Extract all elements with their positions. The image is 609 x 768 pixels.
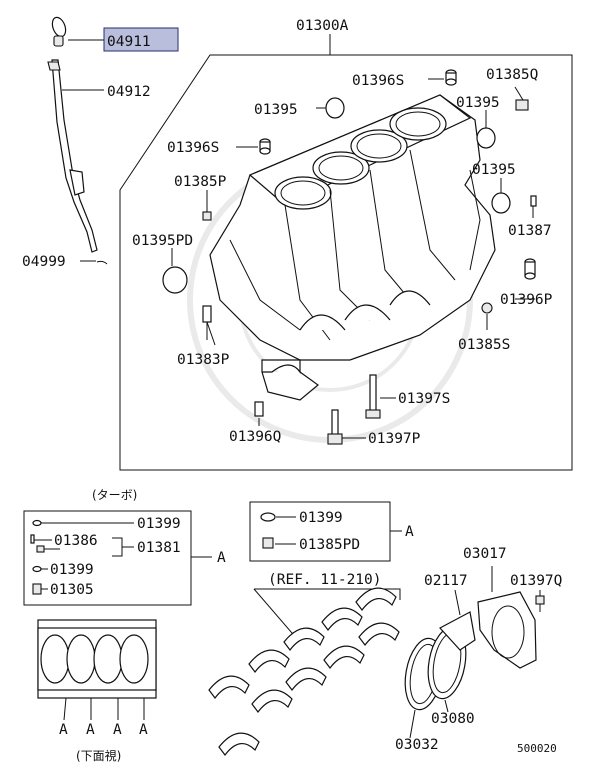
part-label-01300A[interactable]: 01300A <box>296 18 349 34</box>
part-label-01385Q[interactable]: 01385Q <box>486 67 538 83</box>
bolt-01397P <box>327 409 343 445</box>
turbo-item-01386[interactable]: 01386 <box>54 533 98 549</box>
pin-01396Q <box>254 401 264 417</box>
part-label-03080[interactable]: 03080 <box>431 711 475 727</box>
part-label-01387[interactable]: 01387 <box>508 223 552 239</box>
turbo-item-01399-a[interactable]: 01399 <box>137 516 181 532</box>
dipstick-assembly <box>47 16 108 265</box>
part-label-01395-right-top[interactable]: 01395 <box>456 95 500 111</box>
part-label-04999[interactable]: 04999 <box>22 254 66 270</box>
ref-item-01385PD[interactable]: 01385PD <box>299 537 360 553</box>
diagram-code: 500020 <box>517 742 557 755</box>
ref-item-01399[interactable]: 01399 <box>299 510 343 526</box>
part-label-04911[interactable]: 04911 <box>107 34 151 50</box>
part-label-01396P[interactable]: 01396P <box>500 292 553 308</box>
plug-01396P <box>524 258 536 280</box>
plug-01385S <box>481 302 493 314</box>
part-label-01385P[interactable]: 01385P <box>174 174 227 190</box>
part-label-01397P[interactable]: 01397P <box>368 431 421 447</box>
rear-seal-assembly <box>404 591 545 711</box>
ref-box-letter[interactable]: A <box>405 524 414 540</box>
dipstick-tube <box>51 59 98 253</box>
cylinder-block <box>209 94 496 361</box>
stud-01383P <box>202 305 216 346</box>
turbo-item-01305[interactable]: 01305 <box>50 582 94 598</box>
part-label-04912[interactable]: 04912 <box>107 84 151 100</box>
turbo-box <box>23 510 192 606</box>
bottom-view-letter-3[interactable]: A <box>113 722 122 738</box>
bearing-cap <box>261 359 319 401</box>
bottom-view-caption: (下面視) <box>76 748 121 763</box>
plug-01385Q <box>515 99 529 111</box>
bottom-view-letter-1[interactable]: A <box>59 722 68 738</box>
cup-01395-left <box>325 97 345 119</box>
part-label-01395PD[interactable]: 01395PD <box>132 233 193 249</box>
part-label-01396S-mid[interactable]: 01396S <box>167 140 219 156</box>
part-label-01396Q[interactable]: 01396Q <box>229 429 281 445</box>
part-label-01397Q[interactable]: 01397Q <box>510 573 562 589</box>
ref-note[interactable]: (REF. 11-210) <box>268 572 382 588</box>
part-04911-highlight[interactable] <box>103 27 179 52</box>
block-frame <box>119 54 573 471</box>
dipstick-clip <box>96 260 108 265</box>
plug-01396S-top <box>445 69 457 86</box>
part-label-01396S-top[interactable]: 01396S <box>352 73 404 89</box>
part-label-02117[interactable]: 02117 <box>424 573 468 589</box>
turbo-caption: (ターボ) <box>92 488 137 502</box>
block-bottom-view <box>37 619 157 721</box>
cup-01395PD <box>162 266 188 294</box>
dipstick-ring <box>51 16 67 38</box>
turbo-parts <box>30 519 134 595</box>
part-label-01395-left[interactable]: 01395 <box>254 102 298 118</box>
part-label-03017[interactable]: 03017 <box>463 546 507 562</box>
cup-01395-right <box>491 192 511 214</box>
part-label-01397S[interactable]: 01397S <box>398 391 450 407</box>
bearing-shells <box>208 587 400 756</box>
part-label-01395-right[interactable]: 01395 <box>472 162 516 178</box>
cup-01395-right-top <box>476 127 496 149</box>
part-label-01383P[interactable]: 01383P <box>177 352 230 368</box>
bottom-view-letter-2[interactable]: A <box>86 722 95 738</box>
pin-01387 <box>530 195 537 207</box>
plug-01396S-mid <box>259 138 271 155</box>
bottom-view-letter-4[interactable]: A <box>139 722 148 738</box>
plug-01385P <box>202 211 212 221</box>
turbo-item-01399-b[interactable]: 01399 <box>50 562 94 578</box>
part-label-03032[interactable]: 03032 <box>395 737 439 753</box>
bolt-01397S <box>365 374 381 419</box>
turbo-item-01381[interactable]: 01381 <box>137 540 181 556</box>
part-label-01385S[interactable]: 01385S <box>458 337 510 353</box>
turbo-ref-letter[interactable]: A <box>217 550 226 566</box>
